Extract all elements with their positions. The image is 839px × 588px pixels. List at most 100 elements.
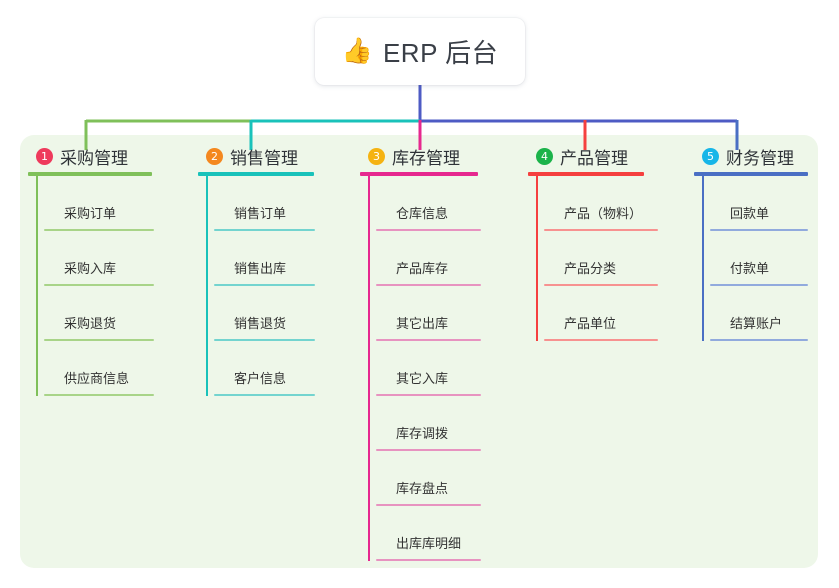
branch-item-underline — [376, 394, 481, 396]
branch-item-label: 出库库明细 — [396, 536, 462, 551]
branch-spine — [702, 176, 704, 341]
branch-item-underline — [376, 284, 481, 286]
branch-spine — [36, 176, 38, 396]
branch-item[interactable]: 产品库存 — [368, 231, 481, 286]
branch-number-badge: 4 — [536, 147, 553, 165]
branch-item-label: 其它入库 — [396, 371, 449, 386]
branch-item-underline — [376, 504, 481, 506]
branch-spine — [368, 176, 370, 561]
root-node[interactable]: 👍 ERP 后台 — [315, 18, 525, 85]
branch-underline — [528, 172, 644, 176]
branch-item[interactable]: 销售订单 — [206, 176, 315, 231]
branch-item-underline — [44, 229, 154, 231]
branch-item-underline — [376, 559, 481, 561]
branch-item-label: 客户信息 — [234, 371, 287, 386]
branch-items: 采购订单采购入库采购退货供应商信息 — [28, 176, 154, 396]
branch-title: 销售管理 — [230, 148, 298, 168]
branch-item[interactable]: 库存调拨 — [368, 396, 481, 451]
branch-item-label: 销售出库 — [234, 261, 287, 276]
branch-item-underline — [214, 284, 315, 286]
branch-items: 仓库信息产品库存其它出库其它入库库存调拨库存盘点出库库明细 — [360, 176, 481, 561]
branch-header-3[interactable]: 3 库存管理 — [360, 143, 478, 169]
branch-number-badge: 2 — [206, 147, 223, 165]
branch-item-underline — [44, 284, 154, 286]
branch-header-4[interactable]: 4 产品管理 — [528, 143, 644, 169]
branch-item-label: 产品（物料） — [564, 206, 643, 221]
branch-column-4: 4 产品管理产品（物料） 产品分类产品单位 — [528, 143, 658, 341]
branch-item[interactable]: 回款单 — [702, 176, 808, 231]
branch-item-underline — [44, 339, 154, 341]
branch-item[interactable]: 其它出库 — [368, 286, 481, 341]
branch-item-label: 销售订单 — [234, 206, 287, 221]
branch-item-label: 回款单 — [730, 206, 770, 221]
branch-item[interactable]: 库存盘点 — [368, 451, 481, 506]
branch-item[interactable]: 销售退货 — [206, 286, 315, 341]
branch-item-label: 产品库存 — [396, 261, 449, 276]
branch-item-underline — [710, 339, 808, 341]
branch-item[interactable]: 客户信息 — [206, 341, 315, 396]
branch-item-label: 采购退货 — [64, 316, 117, 331]
branch-item[interactable]: 采购订单 — [36, 176, 154, 231]
branch-item-label: 采购订单 — [64, 206, 117, 221]
branch-item-label: 产品分类 — [564, 261, 617, 276]
branch-spine — [536, 176, 538, 341]
branch-underline — [28, 172, 152, 176]
branch-item[interactable]: 产品分类 — [536, 231, 658, 286]
branch-item-underline — [710, 284, 808, 286]
branch-item-label: 付款单 — [730, 261, 770, 276]
branch-item-underline — [376, 449, 481, 451]
branch-item-label: 库存调拨 — [396, 426, 449, 441]
branch-item[interactable]: 产品单位 — [536, 286, 658, 341]
branch-header-1[interactable]: 1 采购管理 — [28, 143, 152, 169]
branch-number-badge: 5 — [702, 147, 719, 165]
root-title: ERP 后台 — [382, 38, 499, 68]
branch-item-label: 仓库信息 — [396, 206, 449, 221]
branch-item[interactable]: 采购入库 — [36, 231, 154, 286]
branch-underline — [198, 172, 314, 176]
branch-items: 回款单付款单结算账户 — [694, 176, 808, 341]
branch-item-label: 销售退货 — [234, 316, 287, 331]
branch-item[interactable]: 采购退货 — [36, 286, 154, 341]
branch-item[interactable]: 供应商信息 — [36, 341, 154, 396]
branch-title: 财务管理 — [726, 148, 794, 168]
branch-underline — [360, 172, 478, 176]
branch-items: 销售订单销售出库销售退货客户信息 — [198, 176, 315, 396]
branch-item-label: 采购入库 — [64, 261, 117, 276]
branch-item[interactable]: 其它入库 — [368, 341, 481, 396]
branch-item-underline — [376, 339, 481, 341]
branch-header-2[interactable]: 2 销售管理 — [198, 143, 314, 169]
branches-panel — [20, 135, 818, 568]
branch-item-underline — [44, 394, 154, 396]
branch-spine — [206, 176, 208, 396]
branch-item[interactable]: 仓库信息 — [368, 176, 481, 231]
branch-item[interactable]: 付款单 — [702, 231, 808, 286]
branch-item[interactable]: 出库库明细 — [368, 506, 481, 561]
branch-item[interactable]: 产品（物料） — [536, 176, 658, 231]
branch-item-underline — [214, 229, 315, 231]
thumbs-up-icon: 👍 — [341, 37, 373, 65]
branch-title: 采购管理 — [60, 148, 128, 168]
branch-item-underline — [376, 229, 481, 231]
branch-item-label: 产品单位 — [564, 316, 617, 331]
branch-item[interactable]: 销售出库 — [206, 231, 315, 286]
branch-number-badge: 1 — [36, 147, 53, 165]
branch-item-underline — [214, 339, 315, 341]
branch-column-2: 2 销售管理销售订单销售出库销售退货客户信息 — [198, 143, 315, 396]
branch-item-label: 结算账户 — [730, 316, 783, 331]
branch-column-3: 3 库存管理仓库信息产品库存其它出库其它入库库存调拨库存盘点出库库明细 — [360, 143, 481, 561]
branch-title: 产品管理 — [560, 148, 628, 168]
branch-item-label: 库存盘点 — [396, 481, 449, 496]
branch-title: 库存管理 — [392, 148, 460, 168]
branch-item-underline — [544, 339, 658, 341]
branch-number-badge: 3 — [368, 147, 385, 165]
branch-item-underline — [214, 394, 315, 396]
branch-item-label: 其它出库 — [396, 316, 449, 331]
branch-item-underline — [710, 229, 808, 231]
branch-item[interactable]: 结算账户 — [702, 286, 808, 341]
branch-items: 产品（物料） 产品分类产品单位 — [528, 176, 658, 341]
branch-column-5: 5 财务管理回款单付款单结算账户 — [694, 143, 808, 341]
branch-item-label: 供应商信息 — [64, 371, 130, 386]
branch-header-5[interactable]: 5 财务管理 — [694, 143, 808, 169]
